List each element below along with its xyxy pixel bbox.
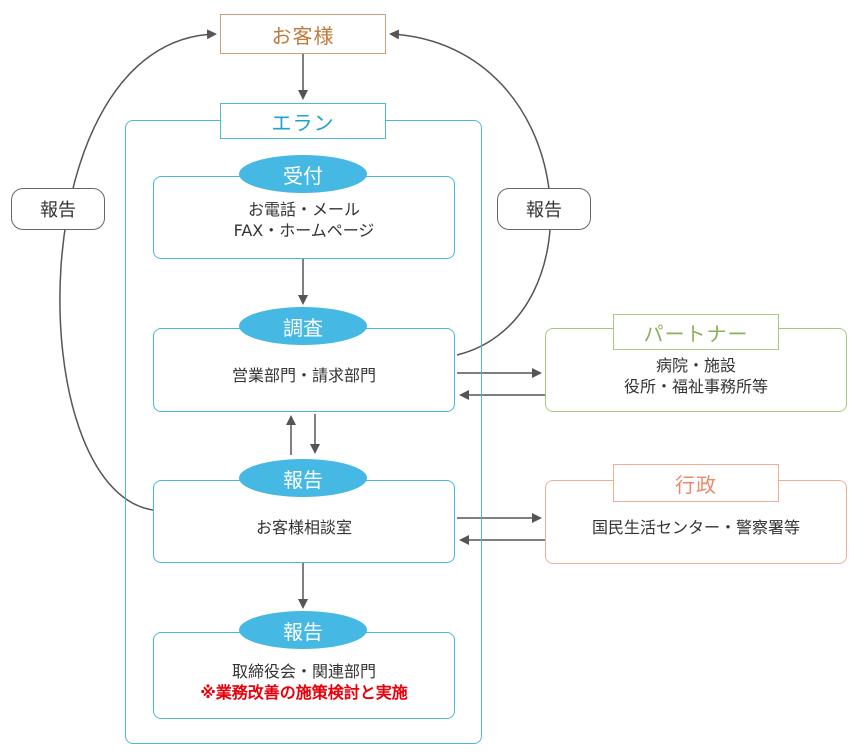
curve-consultation-to-customer: [59, 29, 217, 511]
badge-management-label: 報告: [283, 619, 323, 644]
partner-title-label: パートナー: [643, 321, 749, 346]
customer-label: お客様: [271, 23, 335, 48]
report-right-text: 報告: [526, 200, 562, 221]
partner-title: パートナー: [613, 314, 779, 350]
government-title: 行政: [613, 464, 779, 502]
curve-investigation-to-customer: [389, 29, 552, 356]
partner-line1: 病院・施設: [655, 356, 736, 375]
step-reception-line2: FAX・ホームページ: [233, 221, 375, 240]
customer-box: お客様: [220, 14, 386, 54]
badge-reception-label: 受付: [283, 163, 323, 188]
step-management-line1: 取締役会・関連部門: [231, 662, 376, 681]
badge-reception: 受付: [239, 155, 367, 193]
elan-label: エラン: [271, 110, 335, 135]
elan-title: エラン: [220, 103, 386, 139]
report-label-right: 報告: [497, 188, 591, 230]
badge-management: 報告: [239, 611, 367, 649]
report-left-text: 報告: [40, 200, 76, 221]
partner-line2: 役所・福祉事務所等: [623, 377, 768, 396]
government-title-label: 行政: [675, 472, 717, 497]
step-investigation-line1: 営業部門・請求部門: [231, 366, 376, 385]
badge-investigation: 調査: [239, 307, 367, 345]
government-line1: 国民生活センター・警察署等: [591, 518, 800, 537]
badge-consultation-label: 報告: [283, 467, 323, 492]
report-label-left: 報告: [11, 188, 105, 230]
step-management-note: ※業務改善の施策検討と実施: [200, 683, 408, 702]
step-consultation-line1: お客様相談室: [255, 518, 352, 537]
badge-investigation-label: 調査: [283, 315, 323, 340]
step-reception-line1: お電話・メール: [247, 200, 360, 219]
badge-consultation: 報告: [239, 459, 367, 497]
